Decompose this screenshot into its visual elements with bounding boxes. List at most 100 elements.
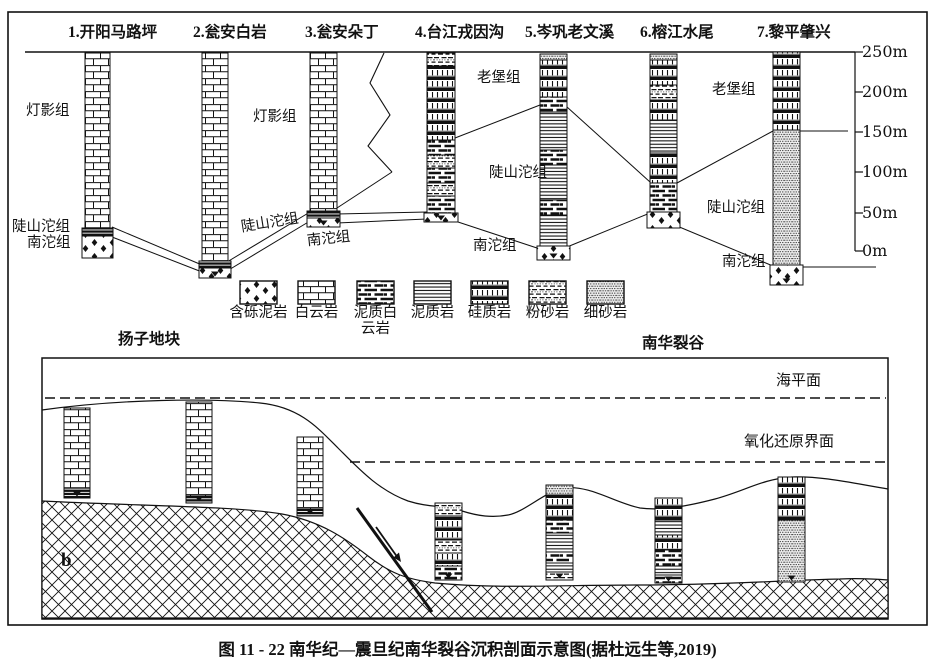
- lith-segment-mudstone: [539, 214, 568, 247]
- legend-label: 泥质白: [353, 305, 398, 321]
- tillite-mark: [437, 215, 445, 221]
- lith-segment-mudstone: [654, 565, 683, 576]
- lith-segment-chert: [649, 152, 678, 184]
- pinchout-zigzag-line: [367, 52, 393, 173]
- column-title: 1.开阳马路坪: [68, 24, 158, 41]
- legend-swatch-diamictite: [239, 280, 278, 305]
- legend-swatch-muddolomite: [356, 280, 395, 305]
- scale-bar: [854, 51, 863, 252]
- lith-segment-mudstone: [545, 562, 574, 573]
- formation-label: 陡山沱组: [707, 200, 765, 216]
- redox-interface-label: 氧化还原界面: [744, 434, 835, 450]
- scale-tick-label: 100m: [862, 162, 908, 181]
- lith-segment-blackshale: [198, 260, 232, 269]
- lith-segment-dolomite: [185, 401, 213, 497]
- lith-segment-chert: [654, 497, 683, 521]
- lith-segment-finesand: [539, 53, 568, 61]
- correlation-line: [454, 220, 541, 250]
- legend-label: 泥质岩: [410, 305, 455, 321]
- tillite-mark: [195, 496, 203, 502]
- formation-label: 南沱组: [27, 235, 71, 251]
- correlation-line: [226, 220, 311, 272]
- correlation-line: [566, 212, 651, 248]
- legend-swatch-chert: [470, 280, 509, 305]
- legend-label: 粉砂岩: [525, 305, 570, 321]
- lith-segment-dolomite: [84, 52, 111, 229]
- fault-line: [355, 507, 434, 613]
- lith-segment-muddolomite: [545, 551, 574, 564]
- fault-arrow-line: [375, 526, 399, 559]
- legend-swatch-dolomite: [297, 280, 336, 305]
- legend-label: 硅质岩: [467, 305, 512, 321]
- legend-label: 含砾泥岩: [229, 305, 288, 321]
- formation-label: 老堡组: [477, 70, 521, 86]
- tillite-mark: [306, 509, 314, 515]
- correlation-line: [566, 106, 651, 183]
- lith-segment-chert: [772, 51, 801, 131]
- platform-column-3: [296, 436, 324, 517]
- column-title: 4.台江戎因沟: [415, 24, 505, 41]
- region-label-yangtze-block: 扬子地块: [118, 331, 181, 348]
- lith-segment-muddolomite: [649, 182, 678, 213]
- tillite-mark: [787, 575, 796, 581]
- lith-segment-siltstone: [434, 502, 463, 517]
- formation-label: 老堡组: [712, 82, 756, 98]
- tillite-mark: [555, 573, 564, 579]
- scale-tick-label: 50m: [862, 203, 898, 222]
- rift-column-3: [654, 497, 683, 584]
- lith-segment-finesand: [777, 519, 806, 583]
- lith-segment-siltstone: [434, 539, 463, 554]
- lith-segment-dolomite: [296, 436, 324, 510]
- rift-column-1: [434, 502, 463, 581]
- lith-segment-chert: [426, 65, 456, 141]
- column-title: 6.榕江水尾: [640, 24, 714, 41]
- lith-segment-finesand: [545, 484, 574, 496]
- region-label-nanhua-rift: 南华裂谷: [642, 335, 705, 352]
- correlation-line: [336, 211, 428, 215]
- lith-segment-siltstone: [426, 154, 456, 169]
- legend-swatch-siltstone: [528, 280, 567, 305]
- legend-label: 白云岩: [294, 305, 339, 321]
- lith-segment-finesand: [649, 53, 678, 61]
- lith-segment-diamictite: [646, 211, 681, 229]
- correlation-line: [676, 130, 774, 184]
- strat-column-7: [769, 51, 804, 286]
- lith-segment-muddolomite: [426, 195, 456, 214]
- lith-segment-mudstone: [654, 519, 683, 536]
- lith-segment-chert: [654, 534, 683, 551]
- lith-segment-chert: [434, 552, 463, 567]
- lith-segment-mudstone: [649, 119, 678, 154]
- correlation-line: [676, 225, 774, 267]
- seafloor-curve: [41, 399, 889, 517]
- fault-arrow-head: [393, 552, 401, 562]
- scale-tick-label: 0m: [862, 241, 888, 260]
- formation-label: 陡山沱组: [489, 165, 547, 181]
- lith-segment-dolomite: [309, 52, 338, 212]
- outer-border: [7, 11, 928, 626]
- strat-column-5: [536, 53, 571, 261]
- lith-segment-diamictite: [536, 245, 571, 261]
- lith-segment-muddolomite: [426, 139, 456, 156]
- scale-tick-label: 200m: [862, 82, 908, 101]
- platform-column-1: [63, 407, 91, 499]
- basement-crosshatch: [41, 500, 889, 619]
- formation-label: 灯影组: [26, 103, 70, 119]
- column-title: 5.岑巩老文溪: [525, 24, 615, 41]
- lith-segment-blackshale: [306, 210, 341, 219]
- rift-column-4: [777, 476, 806, 583]
- lith-segment-muddolomite: [426, 167, 456, 184]
- tillite-mark: [782, 278, 791, 284]
- lith-segment-diamictite: [81, 235, 114, 259]
- panel-b-letter: b: [61, 550, 72, 571]
- lith-segment-mudstone: [539, 164, 568, 201]
- legend-label: 细砂岩: [583, 305, 628, 321]
- formation-label: 南沱组: [722, 254, 766, 270]
- lith-segment-siltstone: [426, 182, 456, 197]
- strat-columns: [81, 51, 804, 286]
- column-title: 3.瓮安朵丁: [305, 24, 379, 41]
- lith-segment-mudstone: [545, 532, 574, 553]
- platform-column-2: [185, 401, 213, 504]
- lith-segment-diamictite: [769, 264, 804, 286]
- tillite-mark: [319, 220, 328, 226]
